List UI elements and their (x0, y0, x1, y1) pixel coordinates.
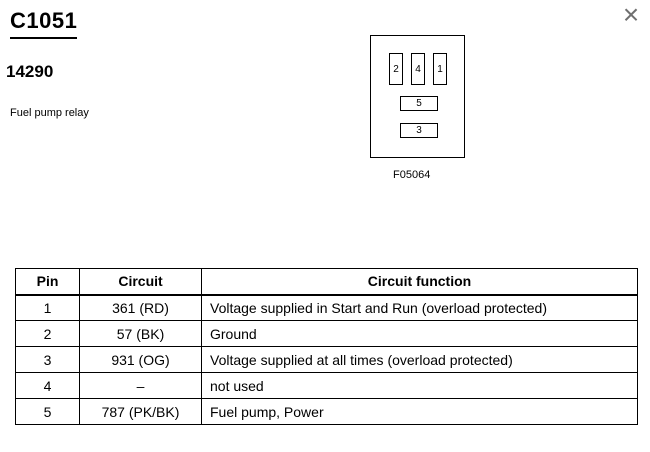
pin-cavity: 1 (433, 53, 447, 85)
cell-circuit: 787 (PK/BK) (79, 398, 202, 425)
connector-id: C1051 (10, 8, 78, 39)
cell-circuit: 361 (RD) (79, 294, 202, 321)
cell-function: Voltage supplied at all times (overload … (201, 346, 638, 373)
cell-circuit: – (79, 372, 202, 399)
figure-code: F05064 (393, 169, 431, 181)
table-row: 5 787 (PK/BK) Fuel pump, Power (15, 398, 638, 425)
pin-table: Pin Circuit Circuit function 1 361 (RD) … (15, 268, 638, 425)
pin-cavity: 4 (411, 53, 425, 85)
table-header-row: Pin Circuit Circuit function (15, 268, 638, 296)
cell-circuit: 57 (BK) (79, 320, 202, 347)
cell-pin: 1 (15, 294, 80, 321)
column-header-pin: Pin (15, 268, 80, 296)
pin-cavity: 2 (389, 53, 403, 85)
close-icon: × (622, 0, 640, 30)
close-button[interactable]: × (618, 0, 644, 30)
table-row: 1 361 (RD) Voltage supplied in Start and… (15, 294, 638, 321)
cell-function: Voltage supplied in Start and Run (overl… (201, 294, 638, 321)
cell-function: Ground (201, 320, 638, 347)
part-number: 14290 (6, 62, 54, 81)
table-row: 2 57 (BK) Ground (15, 320, 638, 347)
table-row: 3 931 (OG) Voltage supplied at all times… (15, 346, 638, 373)
table-row: 4 – not used (15, 372, 638, 399)
cell-pin: 2 (15, 320, 80, 347)
cell-function: not used (201, 372, 638, 399)
cell-pin: 5 (15, 398, 80, 425)
component-description: Fuel pump relay (10, 107, 89, 119)
cell-pin: 4 (15, 372, 80, 399)
column-header-circuit: Circuit (79, 268, 202, 296)
cell-circuit: 931 (OG) (79, 346, 202, 373)
pin-cavity: 5 (400, 96, 438, 111)
pin-cavity: 3 (400, 123, 438, 138)
cell-pin: 3 (15, 346, 80, 373)
cell-function: Fuel pump, Power (201, 398, 638, 425)
column-header-function: Circuit function (201, 268, 638, 296)
connector-diagram: 2 4 1 5 3 (370, 35, 465, 158)
